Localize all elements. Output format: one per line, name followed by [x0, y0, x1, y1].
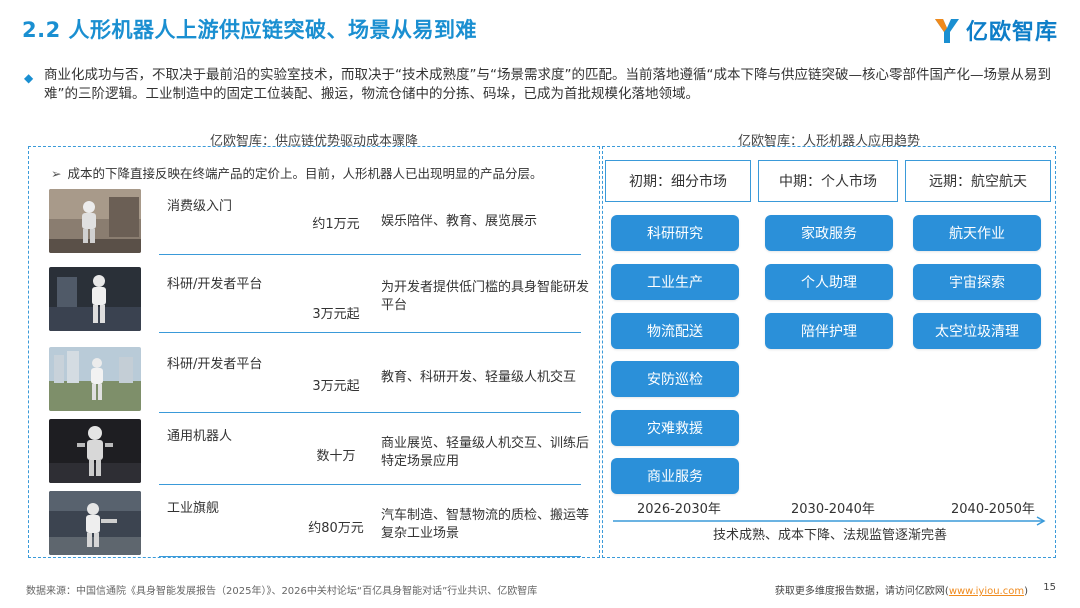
tier-description: 为开发者提供低门槛的具身智能研发平台: [381, 280, 590, 313]
application-chip: 商业服务: [611, 458, 739, 494]
data-source: 数据来源：中国信通院《具身智能发展报告（2025年）》、2026中关村论坛“百亿…: [26, 586, 538, 597]
left-panel-title: 亿欧智库：供应链优势驱动成本骤降: [209, 134, 418, 149]
tier-name: 科研/开发者平台: [167, 357, 263, 372]
trend-caption: 技术成熟、成本下降、法规监管逐渐完善: [712, 528, 947, 543]
tier-name: 通用机器人: [167, 429, 233, 444]
outdoor-robot-photo: [49, 347, 141, 411]
application-chip: 陪伴护理: [765, 313, 893, 349]
product-tier-row: 通用机器人 数十万 商业展览、轻量级人机交互、训练后特定场景应用: [49, 419, 589, 485]
tier-name: 科研/开发者平台: [167, 277, 263, 292]
row-divider: [159, 411, 581, 413]
row-divider: [159, 331, 581, 333]
general-robot-photo: [49, 419, 141, 483]
application-chip: 灾难救援: [611, 410, 739, 446]
tier-description: 商业展览、轻量级人机交互、训练后特定场景应用: [381, 436, 590, 469]
row-divider: [159, 483, 581, 485]
footer-cta-suffix: ): [1024, 586, 1028, 597]
left-note-text: 成本的下降直接反映在终端产品的定价上。目前，人形机器人已出现明显的产品分层。: [67, 166, 543, 181]
left-panel: ➢成本的下降直接反映在终端产品的定价上。目前，人形机器人已出现明显的产品分层。 …: [28, 146, 600, 558]
summary-text: 商业化成功与否，不取决于最前沿的实验室技术，而取决于“技术成熟度”与“场景需求度…: [44, 67, 1051, 102]
footer-cta: 获取更多维度报告数据，请访问亿欧网(www.iyiou.com): [775, 582, 1028, 597]
footer-cta-prefix: 获取更多维度报告数据，请访问亿欧网(: [774, 586, 949, 597]
product-tier-row: 消费级入门 约1万元 娱乐陪伴、教育、展览展示: [49, 189, 581, 255]
application-chip: 工业生产: [611, 264, 739, 300]
product-tier-row: 工业旗舰 约80万元 汽车制造、智慧物流的质检、搬运等复杂工业场景: [49, 491, 589, 557]
right-panel: 初期：细分市场 中期：个人市场 远期：航空航天 科研研究 工业生产 物流配送 安…: [602, 146, 1056, 558]
tier-price: 3万元起: [312, 379, 360, 394]
arrow-icon: ➢: [51, 166, 62, 181]
right-panel-title: 亿欧智库：人形机器人应用趋势: [737, 134, 920, 149]
timeline-arrow-icon: [613, 516, 1046, 526]
tier-name: 工业旗舰: [167, 501, 220, 516]
diamond-bullet-icon: ◆: [24, 71, 34, 85]
brand-name: 亿欧智库: [965, 20, 1058, 45]
application-chip: 宇宙探索: [913, 264, 1041, 300]
tier-price: 3万元起: [312, 307, 360, 322]
tier-description: 教育、科研开发、轻量级人机交互: [381, 370, 577, 385]
application-chip: 航天作业: [913, 215, 1041, 251]
tier-name: 消费级入门: [167, 199, 233, 214]
stage-header-early: 初期：细分市场: [605, 160, 751, 202]
product-tier-row: 科研/开发者平台 3万元起 为开发者提供低门槛的具身智能研发平台: [49, 267, 589, 333]
tier-description: 汽车制造、智慧物流的质检、搬运等复杂工业场景: [381, 508, 590, 541]
page-title: 2.2 人形机器人上游供应链突破、场景从易到难: [22, 18, 478, 42]
stage-year-mid: 2030-2040年: [791, 502, 875, 517]
stage-year-early: 2026-2030年: [637, 502, 721, 517]
application-chip: 个人助理: [765, 264, 893, 300]
row-divider: [159, 253, 581, 255]
application-chip: 家政服务: [765, 215, 893, 251]
tier-price: 数十万: [316, 449, 356, 464]
website-link[interactable]: www.iyiou.com: [948, 586, 1025, 597]
brand-logo: 亿欧智库: [933, 14, 1058, 46]
stage-header-late: 远期：航空航天: [905, 160, 1051, 202]
consumer-robot-photo: [49, 189, 141, 253]
application-chip: 科研研究: [611, 215, 739, 251]
stage-year-late: 2040-2050年: [951, 502, 1035, 517]
page-number: 15: [1043, 582, 1056, 593]
tier-price: 约1万元: [312, 217, 360, 232]
left-panel-note: ➢ 成本的下降直接反映在终端产品的定价上。目前，人形机器人已出现明显的产品分层。: [51, 163, 543, 182]
row-divider: [159, 555, 581, 557]
stage-header-mid: 中期：个人市场: [758, 160, 898, 202]
developer-robot-photo: [49, 267, 141, 331]
industrial-robot-photo: [49, 491, 141, 555]
tier-price: 约80万元: [308, 521, 364, 536]
summary-paragraph: ◆ 商业化成功与否，不取决于最前沿的实验室技术，而取决于“技术成熟度”与“场景需…: [24, 66, 1054, 104]
tier-description: 娱乐陪伴、教育、展览展示: [381, 214, 538, 229]
brand-mark-icon: [934, 19, 959, 43]
application-chip: 物流配送: [611, 313, 739, 349]
application-chip: 太空垃圾清理: [913, 313, 1041, 349]
product-tier-row: 科研/开发者平台 3万元起 教育、科研开发、轻量级人机交互: [49, 347, 581, 413]
application-chip: 安防巡检: [611, 361, 739, 397]
